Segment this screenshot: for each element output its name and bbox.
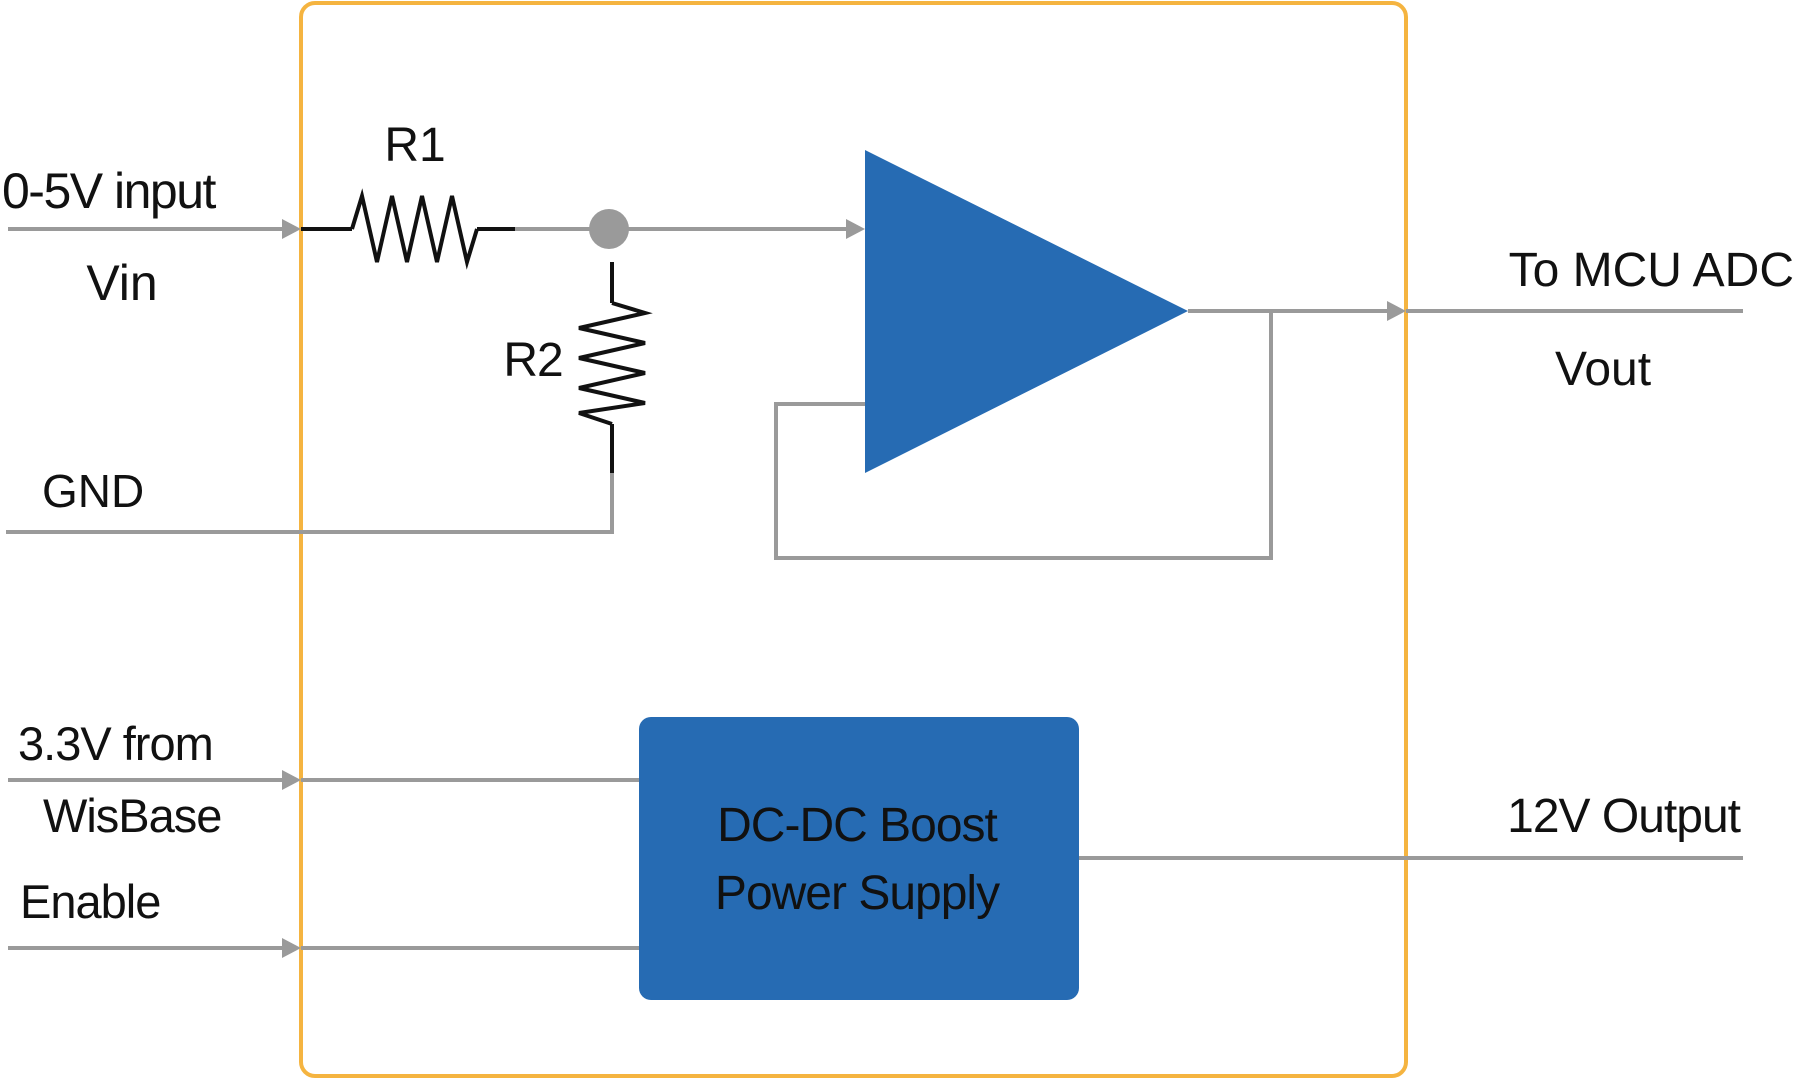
output-12v-label: 12V Output xyxy=(1507,790,1741,843)
input-vin-label: Vin xyxy=(86,255,157,311)
supply-label-line2: WisBase xyxy=(43,789,221,842)
supply-input-arrow xyxy=(282,770,301,790)
junction-node-icon xyxy=(589,209,629,249)
r1-resistor-icon xyxy=(350,188,479,270)
input-signal-label: 0-5V input xyxy=(2,163,217,219)
supply-label-line1: 3.3V from xyxy=(18,717,213,770)
r2-resistor-icon xyxy=(578,301,653,426)
adc-output-arrow xyxy=(1387,301,1406,321)
module-boundary xyxy=(299,1,1408,1078)
gnd-label: GND xyxy=(42,465,144,517)
boost-label-line2: Power Supply xyxy=(715,867,1000,920)
boost-converter-block xyxy=(639,717,1079,1000)
enable-input-arrow xyxy=(282,938,301,958)
r2-label: R2 xyxy=(503,334,562,387)
r1-label: R1 xyxy=(384,119,445,172)
vout-label: Vout xyxy=(1555,343,1651,396)
boost-label-line1: DC-DC Boost xyxy=(717,799,997,852)
amp-input-arrow xyxy=(846,219,865,239)
vin-input-arrow xyxy=(282,219,301,239)
enable-label: Enable xyxy=(20,875,160,928)
adc-output-label: To MCU ADC xyxy=(1509,244,1794,297)
amplifier-triangle-icon xyxy=(865,150,1188,473)
gnd-wire xyxy=(6,473,614,534)
feedback-loop-wire xyxy=(774,311,1273,560)
